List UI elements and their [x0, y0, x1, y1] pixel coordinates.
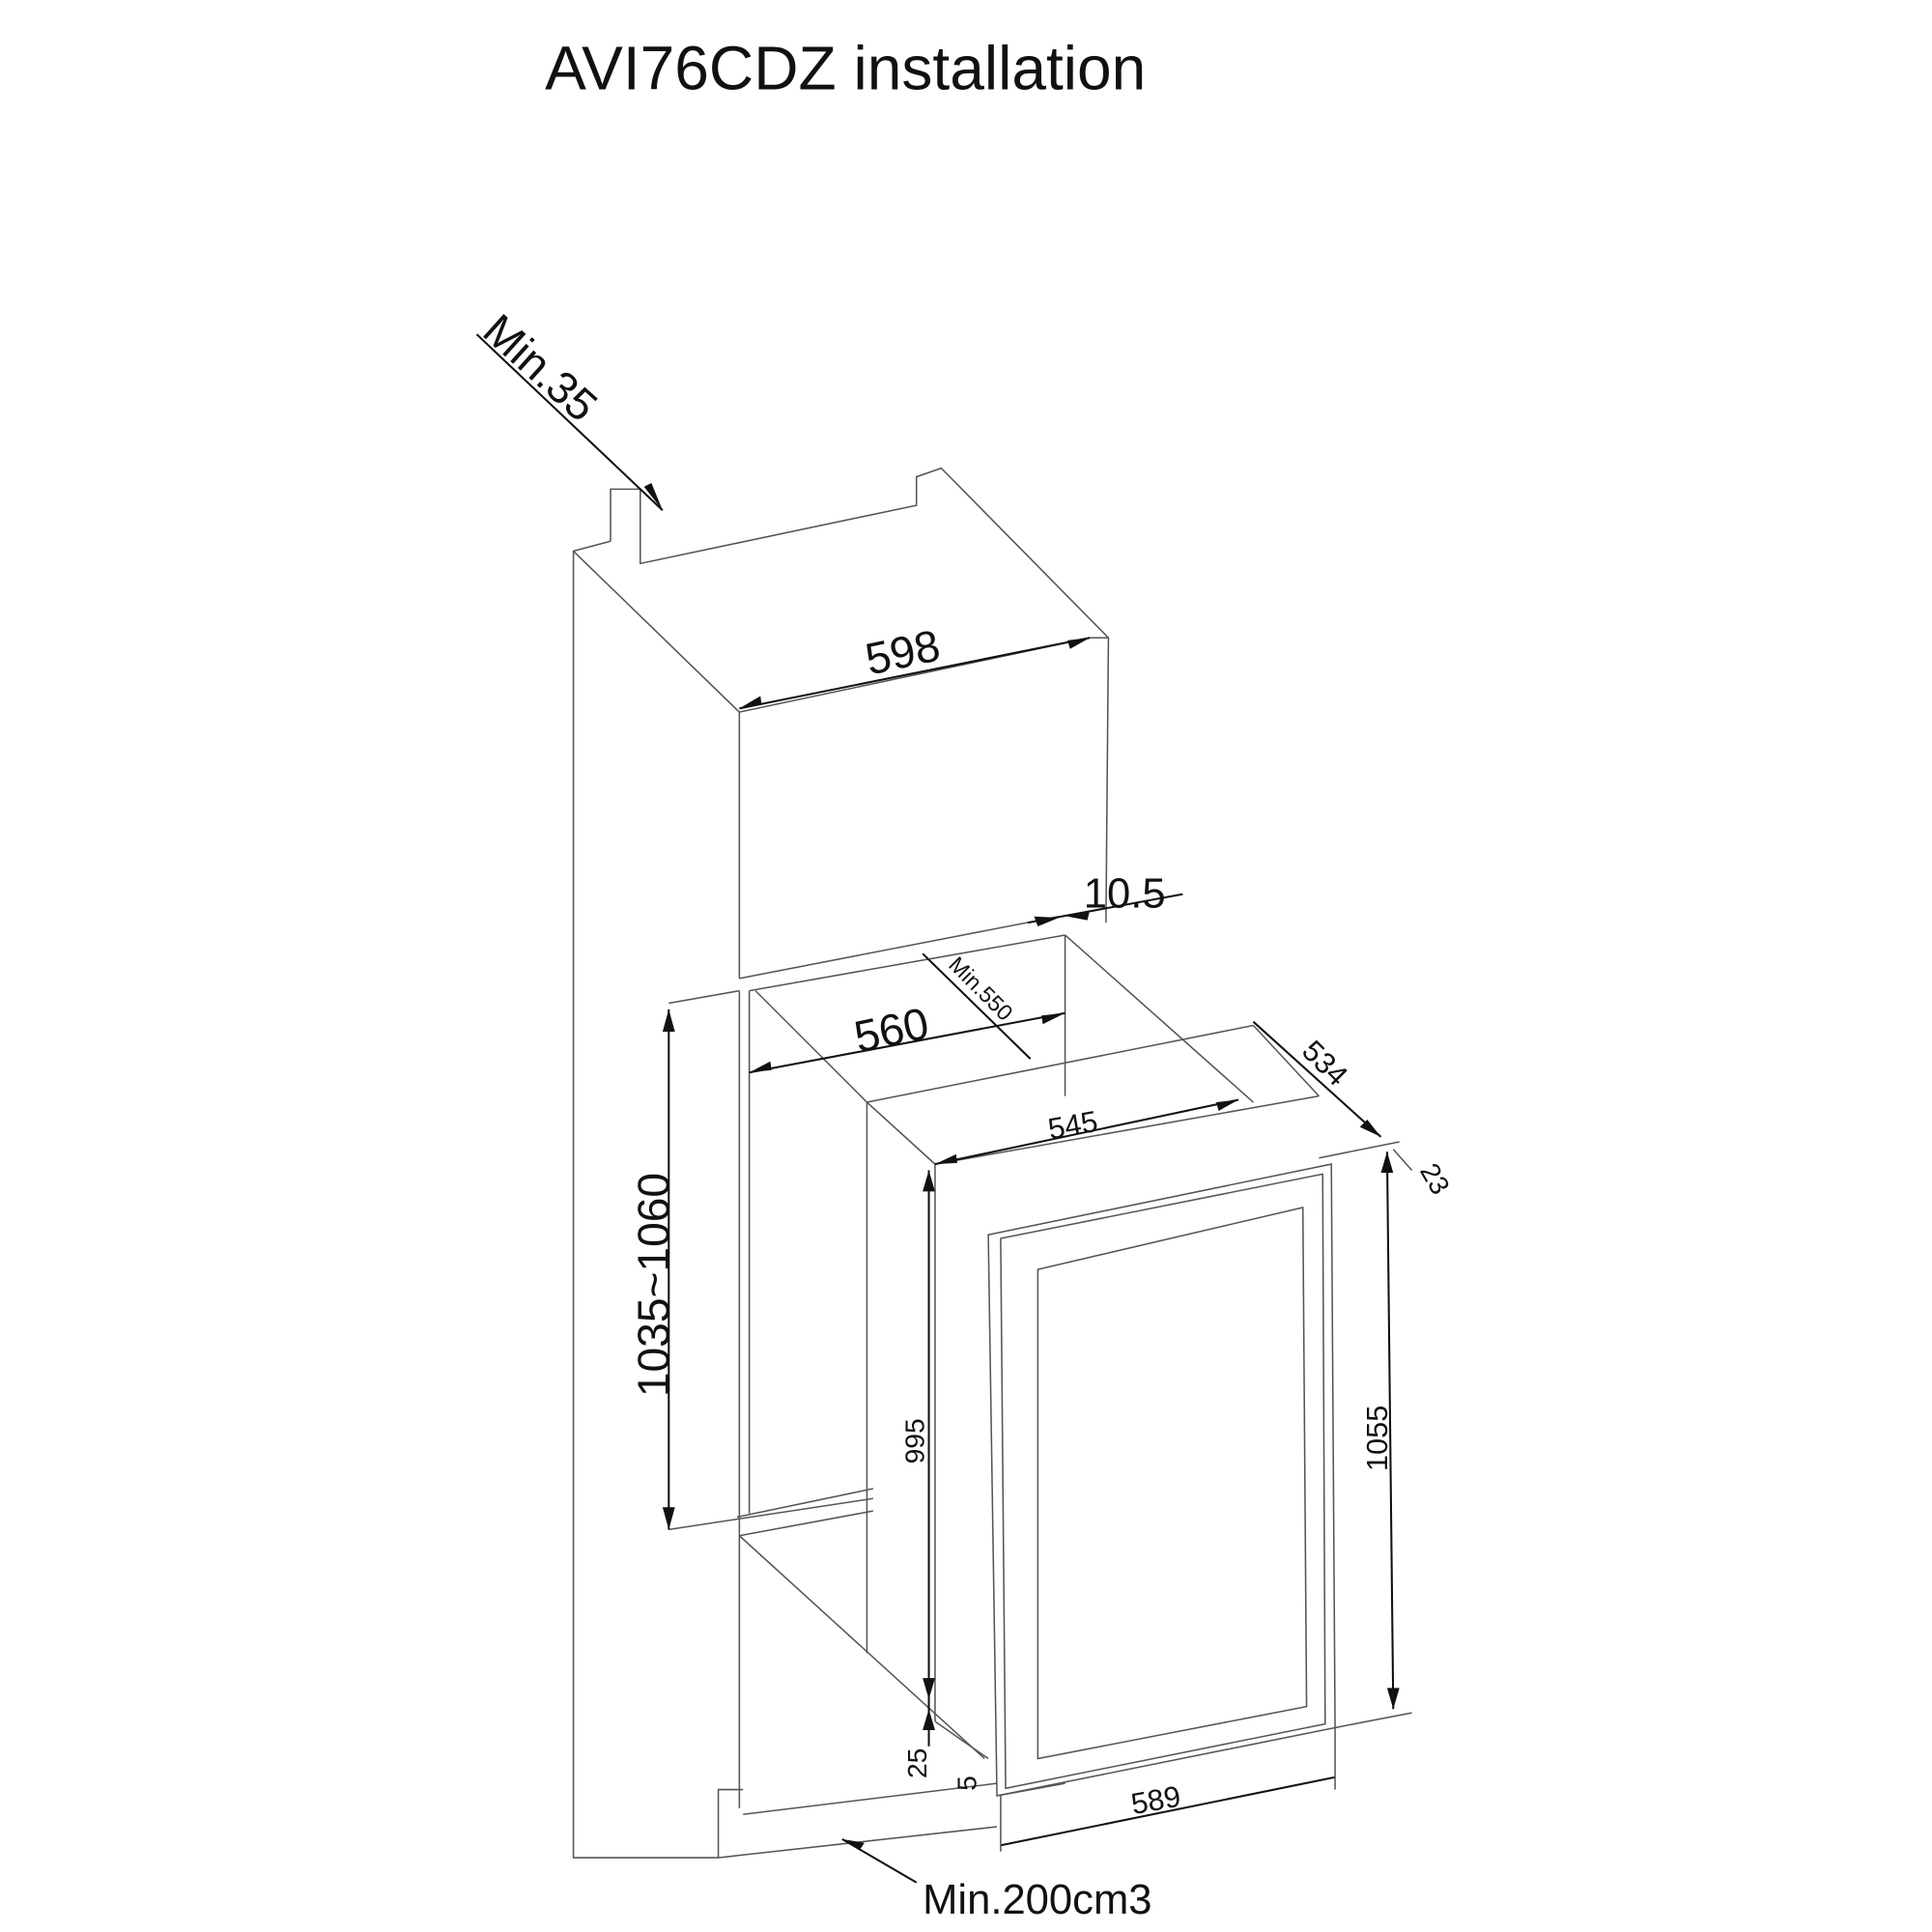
label-10-5: 10.5: [1084, 871, 1166, 918]
label-545: 545: [1045, 1104, 1100, 1146]
label-1035-1060: 1035~1060: [628, 1173, 678, 1397]
label-5: 5: [951, 1776, 981, 1791]
dimension-lines: [475, 333, 1413, 1884]
label-995: 995: [898, 1418, 929, 1463]
tall-cabinet: [572, 467, 1254, 1859]
label-589: 589: [1128, 1779, 1183, 1821]
label-1055: 1055: [1360, 1406, 1394, 1471]
door: [987, 1163, 1336, 1797]
label-598: 598: [861, 620, 944, 685]
wine-cooler: [866, 1024, 1336, 1797]
label-23: 23: [1414, 1158, 1456, 1200]
label-25: 25: [901, 1748, 932, 1778]
door-glass: [1037, 1207, 1308, 1760]
label-min-550: Min.550: [944, 952, 1017, 1025]
label-min-200cm3: Min.200cm3: [923, 1877, 1151, 1923]
label-560: 560: [850, 998, 933, 1063]
label-534: 534: [1295, 1034, 1354, 1093]
label-min-35: Min.35: [474, 304, 608, 431]
diagram-title: AVI76CDZ installation: [545, 33, 1146, 102]
dimension-labels: Min.35 598 10.5 Min.550 560 534 545 23 1…: [474, 304, 1457, 1923]
